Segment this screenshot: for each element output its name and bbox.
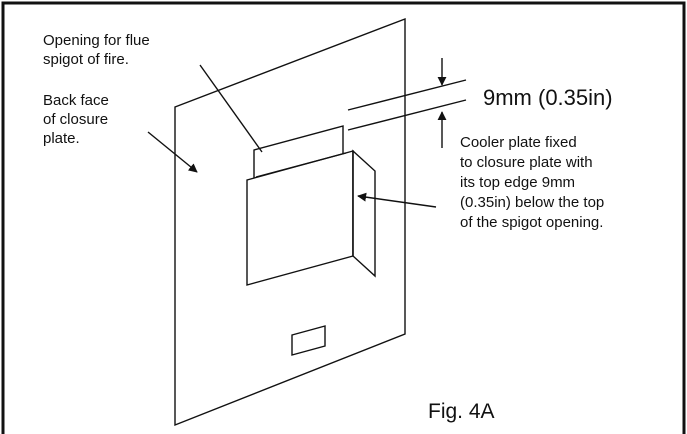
label-cooler-plate: Cooler plate fixed to closure plate with… (460, 134, 608, 231)
dimension-line-bottom (347, 99, 467, 131)
label-opening: Opening for flue spigot of fire. (43, 32, 154, 68)
closure-plate (174, 17, 406, 427)
cooler-plate (246, 149, 376, 286)
dimension-line-top (347, 79, 467, 111)
label-back-face: Back face of closure plate. (43, 92, 113, 147)
leader-cooler-plate (357, 192, 437, 208)
figure-label: Fig. 4A (428, 400, 495, 423)
label-dimension: 9mm (0.35in) (483, 85, 613, 110)
leader-opening (199, 64, 263, 153)
leader-back-face (147, 131, 198, 173)
plate-slot (291, 325, 326, 356)
